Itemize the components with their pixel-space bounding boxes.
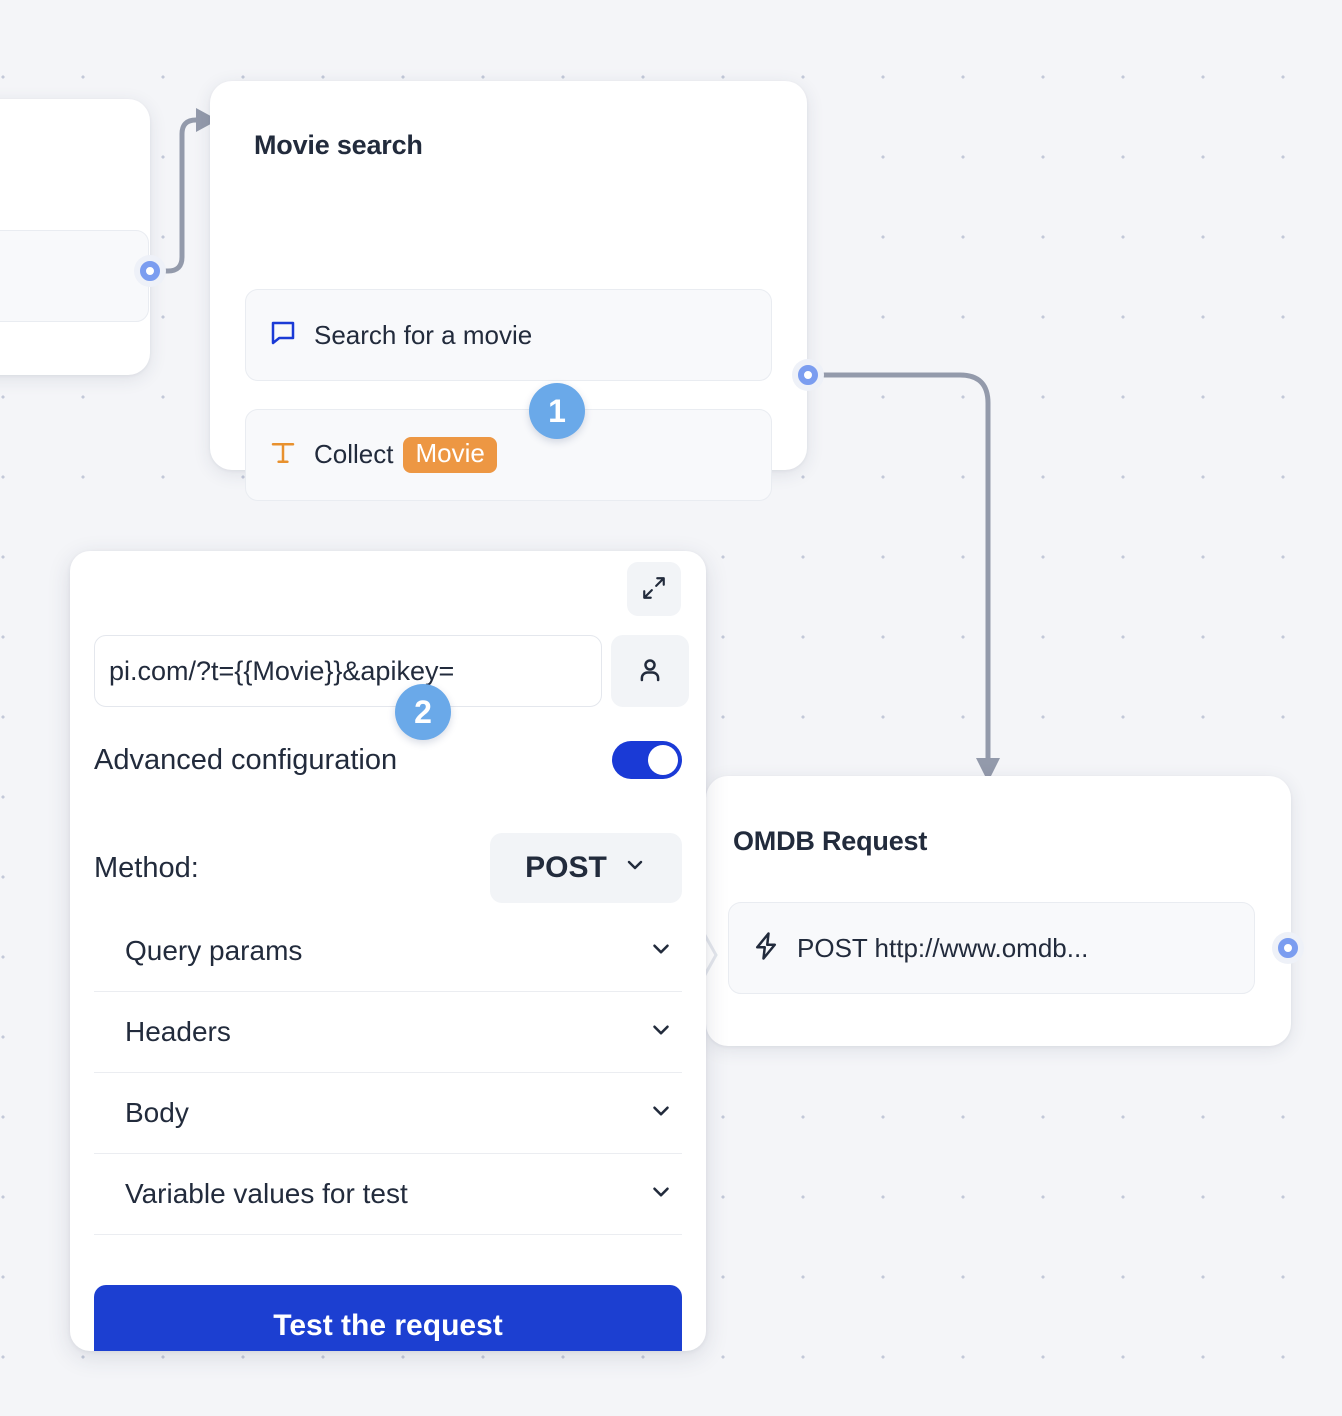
chevron-down-icon bbox=[648, 1098, 674, 1129]
connector-port-movie-search-output[interactable] bbox=[792, 359, 824, 391]
accordion-label: Query params bbox=[125, 935, 303, 966]
chat-bubble-icon bbox=[268, 318, 298, 353]
node-row-label-group: Collect Movie bbox=[314, 436, 497, 474]
step-badge-1: 1 bbox=[529, 383, 585, 439]
request-config-panel[interactable]: Advanced configuration Method: POST Quer… bbox=[70, 551, 706, 1351]
chevron-down-icon bbox=[648, 936, 674, 967]
upstream-node-card[interactable] bbox=[0, 99, 150, 375]
node-row-search-for-a-movie[interactable]: Search for a movie bbox=[245, 289, 772, 381]
expand-arrows-icon bbox=[641, 575, 667, 604]
method-label: Method: bbox=[94, 851, 199, 884]
node-movie-search[interactable]: Movie search Search for a movie Collect … bbox=[210, 81, 807, 501]
accordion-label: Variable values for test bbox=[125, 1178, 408, 1209]
node-row-collect-movie[interactable]: Collect Movie bbox=[245, 409, 772, 501]
accordion-label: Headers bbox=[125, 1016, 231, 1047]
node-omdb-title: OMDB Request bbox=[733, 826, 928, 856]
test-the-request-button[interactable]: Test the request bbox=[94, 1285, 682, 1351]
advanced-configuration-row[interactable]: Advanced configuration bbox=[94, 741, 682, 779]
auth-user-button[interactable] bbox=[611, 635, 689, 707]
variable-chip-movie[interactable]: Movie bbox=[403, 436, 497, 474]
node-row-label: POST http://www.omdb... bbox=[797, 932, 1089, 963]
method-value: POST bbox=[525, 851, 607, 884]
chevron-down-icon bbox=[648, 1179, 674, 1210]
node-omdb-request[interactable]: OMDB Request POST http://www.omdb... bbox=[706, 776, 1291, 1046]
text-field-icon bbox=[268, 438, 298, 473]
method-select[interactable]: POST bbox=[490, 833, 682, 903]
node-movie-search-title: Movie search bbox=[254, 130, 423, 160]
request-accordion: Query params Headers Body bbox=[94, 911, 682, 1235]
node-row-label: Search for a movie bbox=[314, 319, 533, 350]
chevron-down-icon bbox=[648, 1017, 674, 1048]
accordion-item-body[interactable]: Body bbox=[94, 1073, 682, 1154]
node-row-post-request[interactable]: POST http://www.omdb... bbox=[728, 902, 1255, 994]
method-row: Method: POST bbox=[94, 833, 682, 903]
accordion-item-headers[interactable]: Headers bbox=[94, 992, 682, 1073]
accordion-item-variable-values[interactable]: Variable values for test bbox=[94, 1154, 682, 1235]
chevron-down-icon bbox=[623, 851, 647, 885]
connector-port-omdb-output[interactable] bbox=[1272, 932, 1304, 964]
request-url-input[interactable] bbox=[94, 635, 602, 707]
person-icon bbox=[635, 655, 665, 688]
lightning-bolt-icon bbox=[751, 931, 781, 966]
upstream-node-row[interactable] bbox=[0, 230, 149, 322]
toggle-knob bbox=[648, 745, 678, 775]
advanced-configuration-toggle[interactable] bbox=[612, 741, 682, 779]
advanced-configuration-label: Advanced configuration bbox=[94, 743, 398, 776]
step-badge-2: 2 bbox=[395, 684, 451, 740]
connector-port-upstream[interactable] bbox=[134, 255, 166, 287]
accordion-label: Body bbox=[125, 1097, 189, 1128]
expand-panel-button[interactable] bbox=[627, 562, 681, 616]
url-field-row[interactable] bbox=[94, 635, 689, 707]
panel-pointer-icon bbox=[700, 929, 718, 981]
node-row-label: Collect bbox=[314, 439, 394, 470]
accordion-item-query-params[interactable]: Query params bbox=[94, 911, 682, 992]
